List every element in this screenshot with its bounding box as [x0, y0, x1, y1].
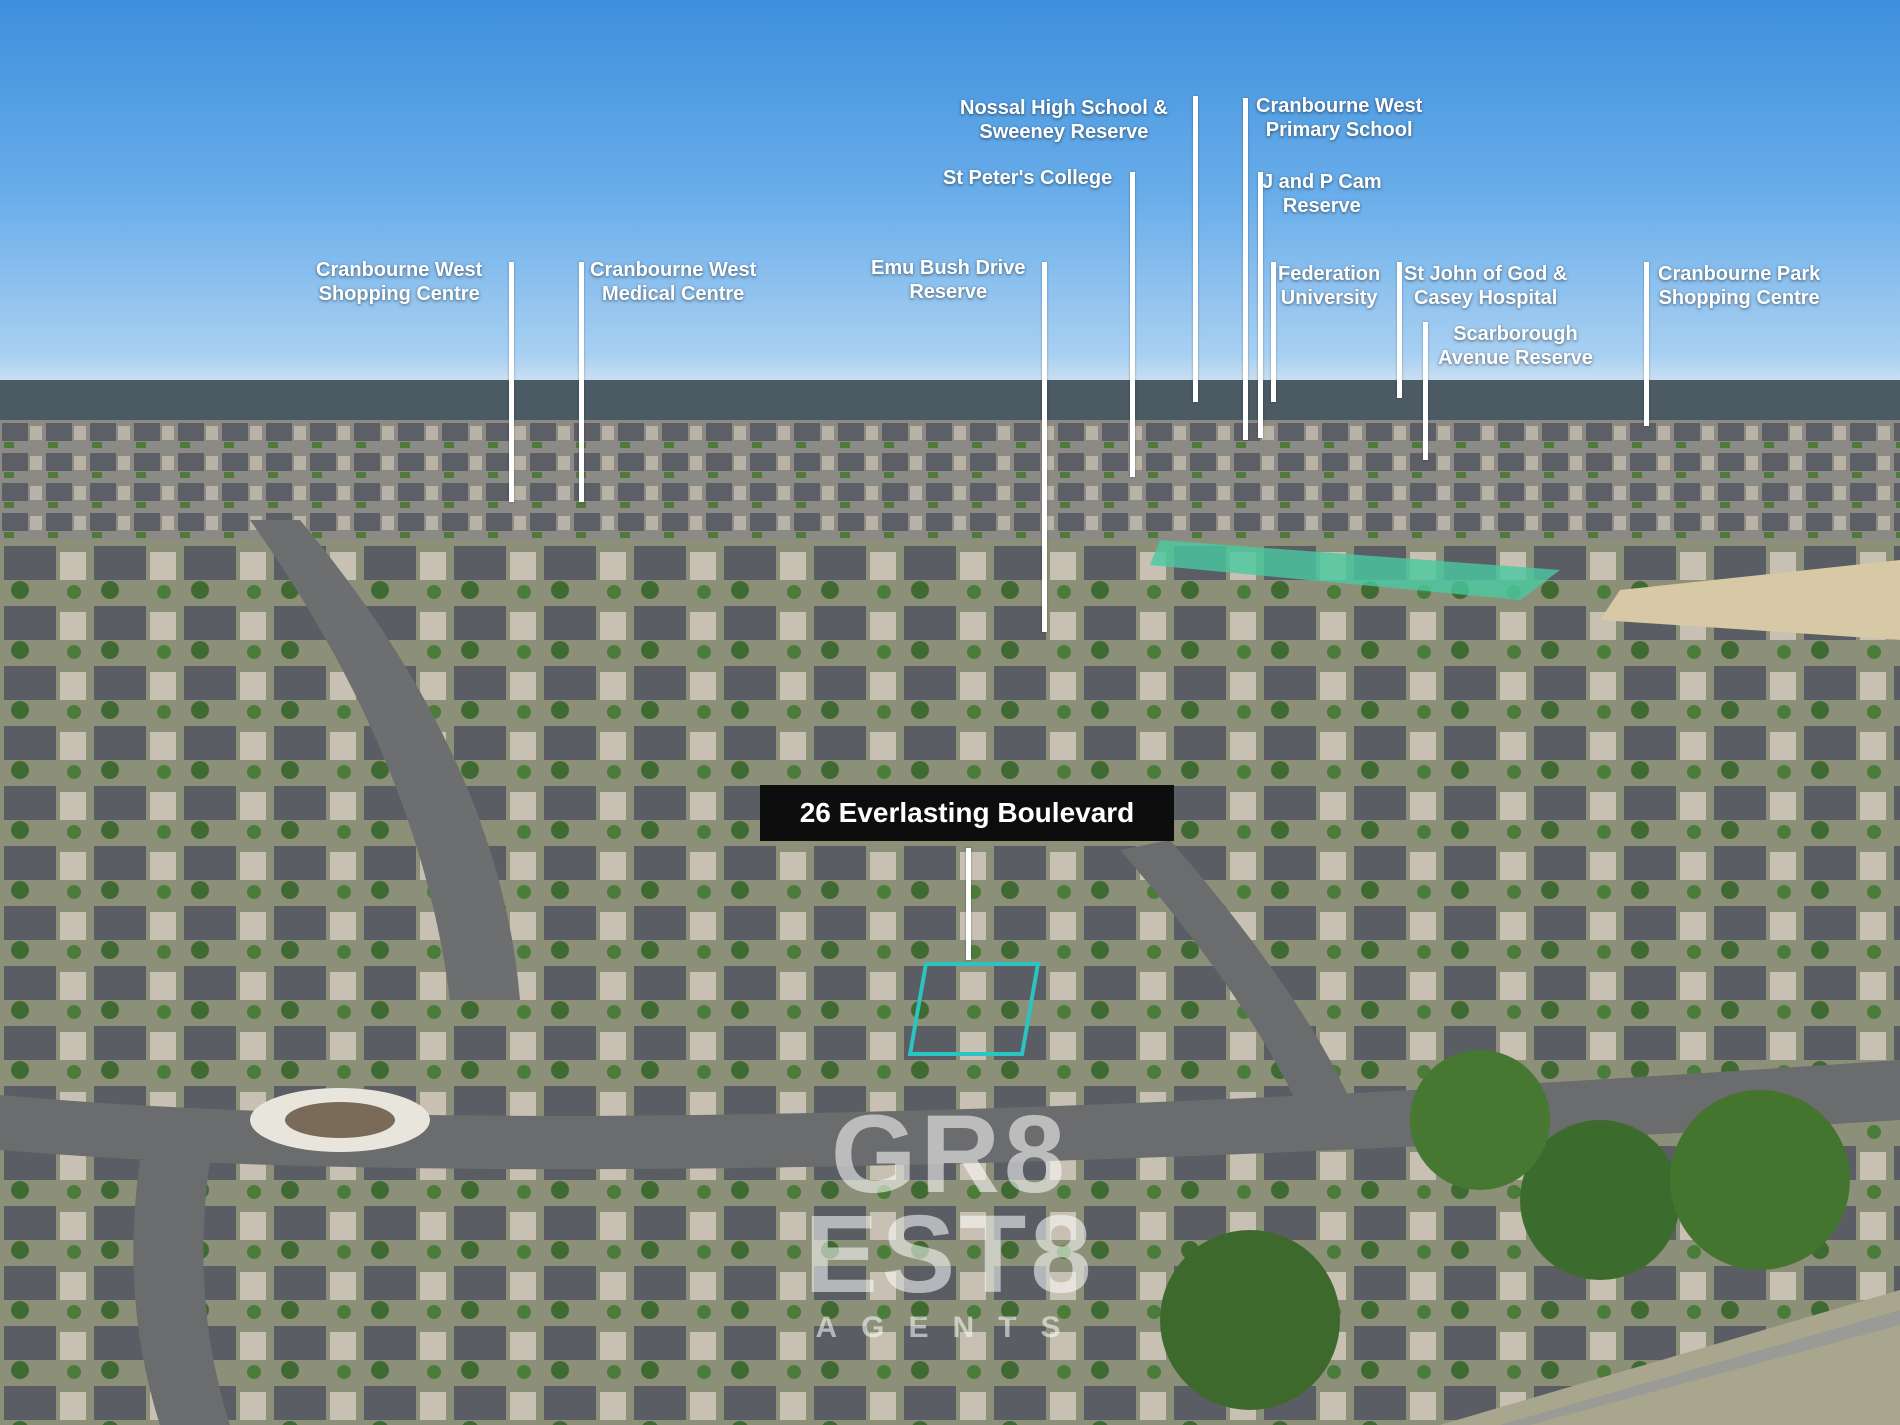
poi-pin-line	[1243, 98, 1248, 440]
poi-pin-line	[1130, 172, 1135, 477]
poi-pin-line	[1397, 262, 1402, 398]
poi-pin-line	[579, 262, 584, 502]
watermark-line-1: GR8	[830, 1093, 1070, 1216]
poi-pin-line	[1258, 172, 1263, 438]
property-pin-line	[966, 848, 971, 960]
property-boundary-outline	[907, 962, 1041, 1056]
poi-pin-line	[1271, 262, 1276, 402]
poi-label-st-peters-college: St Peter's College	[943, 167, 1113, 189]
watermark-line-2: EST8	[804, 1193, 1096, 1316]
poi-pin-line	[509, 262, 514, 502]
watermark-line-3: AGENTS	[815, 1311, 1085, 1344]
property-address-tag: 26 Everlasting Boulevard	[760, 785, 1174, 841]
poi-pin-line	[1644, 262, 1649, 426]
poi-label-nossal-high-school: Nossal High School &Sweeney Reserve	[960, 97, 1168, 143]
agency-watermark: GR8 EST8 AGENTS	[780, 1093, 1120, 1345]
poi-label-casey-hospital: St John of God &Casey Hospital	[1404, 263, 1568, 309]
poi-pin-line	[1193, 96, 1198, 402]
poi-pin-line	[1042, 262, 1047, 632]
poi-pin-line	[1423, 322, 1428, 460]
